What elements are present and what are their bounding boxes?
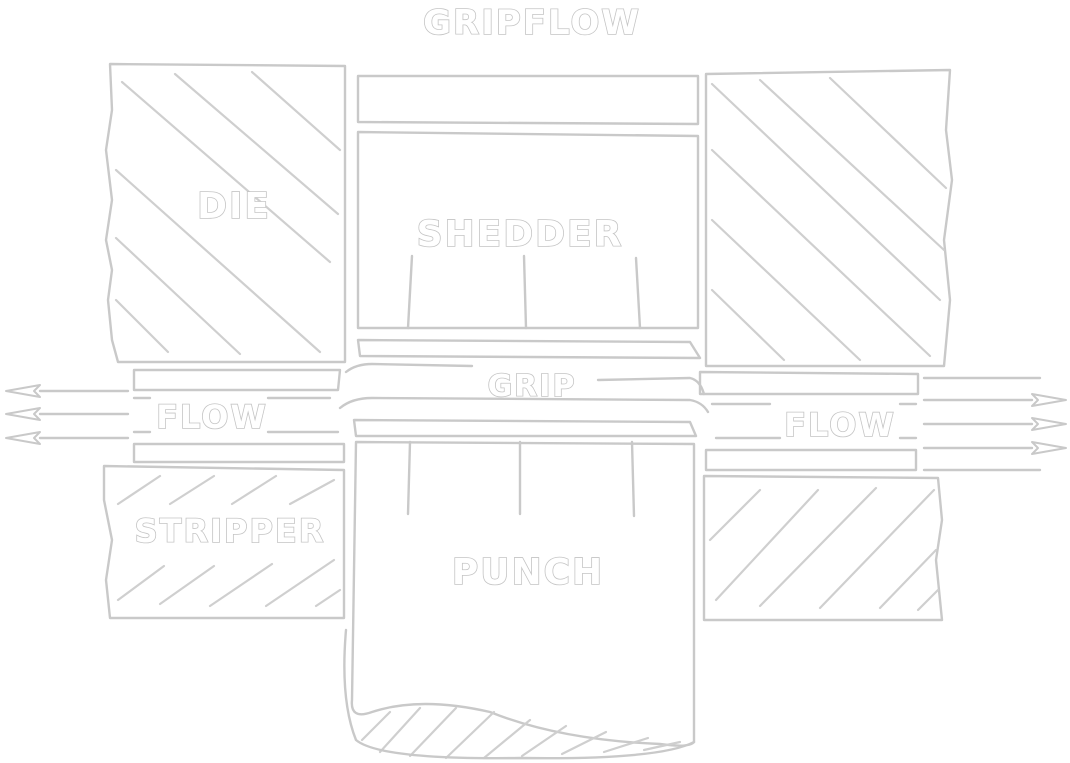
flow-right-label: FLOW <box>784 406 896 444</box>
stripper-label: STRIPPER <box>135 512 326 550</box>
grip-zone <box>338 338 710 438</box>
die-label: DIE <box>197 186 271 227</box>
stripper-right-block <box>702 474 944 622</box>
shedder-block <box>356 130 700 330</box>
flow-right-arrows <box>922 376 1067 472</box>
sheet-right <box>698 370 920 472</box>
stripper-left-block <box>102 464 346 620</box>
sheet-left <box>132 368 346 464</box>
shedder-label: SHEDDER <box>417 214 624 255</box>
grip-label: GRIP <box>488 369 577 404</box>
punch-block <box>343 440 696 760</box>
die-left-block <box>104 62 347 364</box>
punch-label: PUNCH <box>452 552 604 593</box>
flow-left-label: FLOW <box>156 398 268 436</box>
flow-left-arrows <box>5 384 130 445</box>
die-top-bar <box>356 74 700 126</box>
die-right-block <box>704 68 954 368</box>
diagram-title: GRIPFLOW <box>423 3 641 43</box>
